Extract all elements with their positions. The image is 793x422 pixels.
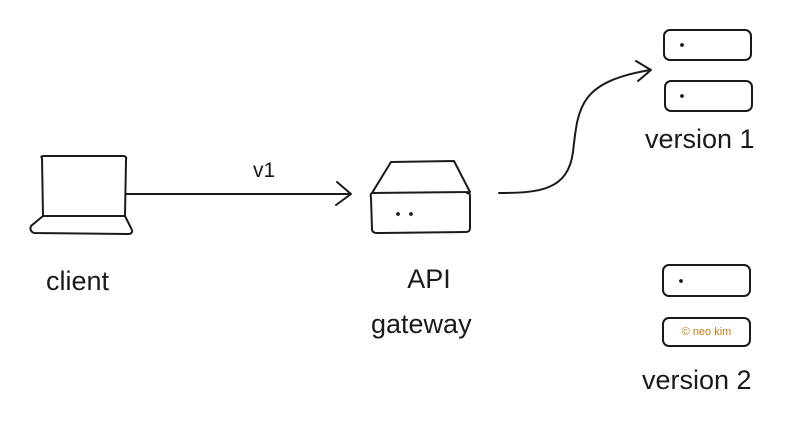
gateway-to-version1-arrow [498, 60, 652, 194]
client-to-gateway-arrow [125, 181, 352, 206]
version1-server-top [663, 29, 752, 61]
version1-label: version 1 [645, 124, 755, 154]
watermark: © neo kim [681, 326, 732, 338]
api-gateway-icon [369, 160, 471, 234]
api-gateway-label-line2: gateway [371, 309, 472, 339]
version2-server-bottom [662, 317, 751, 347]
api-gateway-label-line1: API [407, 264, 451, 294]
v1-edge-label: v1 [253, 159, 276, 182]
version2-label: version 2 [642, 365, 752, 395]
client-label: client [46, 266, 110, 296]
laptop-icon [29, 155, 134, 235]
version2-server-top [662, 264, 751, 297]
version1-server-bottom [664, 80, 753, 112]
